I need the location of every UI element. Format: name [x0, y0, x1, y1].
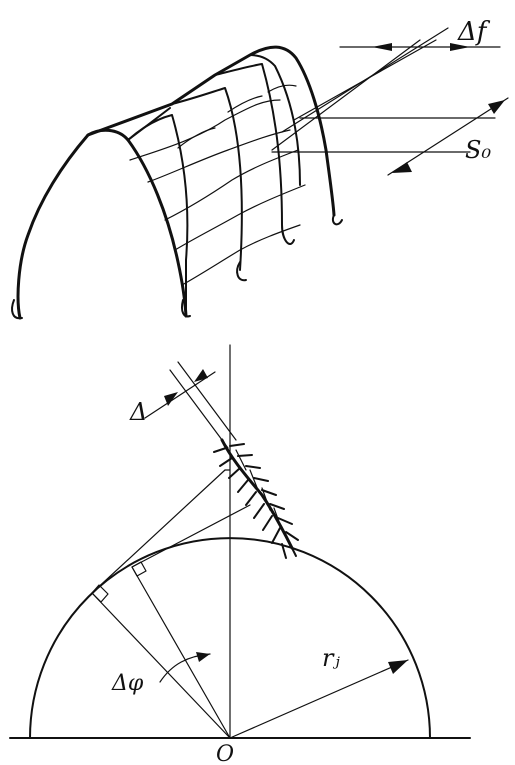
mesh-cell-bump-3	[267, 84, 297, 93]
mesh-cell-bump-1	[177, 127, 216, 149]
delta-dimension-line	[144, 371, 216, 419]
mesh-foot-a	[236, 261, 247, 282]
mesh-arc-1	[127, 114, 189, 317]
front-arch-outline	[16, 128, 188, 320]
tangent-line-right	[131, 504, 251, 568]
radius-line-r	[229, 659, 409, 739]
origin-label: O	[216, 742, 234, 765]
mesh-band-1	[129, 99, 281, 161]
tangent-line-left	[91, 469, 226, 594]
front-arch-left-foot	[11, 299, 23, 320]
radius-line-mid	[131, 566, 231, 739]
delta-arrow-a	[164, 392, 178, 406]
guide-line-3	[293, 39, 437, 121]
delta-arrow-b	[194, 369, 208, 382]
right-angle-marker-left	[91, 584, 109, 603]
delta-f-arrow-right	[450, 43, 470, 51]
mesh-band-3	[164, 149, 299, 221]
delta-f-label: Δf	[457, 17, 491, 47]
s0-arrow-bottom	[392, 162, 412, 173]
mesh-band-5	[181, 224, 301, 286]
top-figure: Δf S₀	[11, 17, 509, 320]
delta-phi-label: Δφ	[111, 671, 144, 696]
right-angle-marker-right	[131, 561, 147, 577]
bottom-figure: Δ Δφ rⱼ O	[9, 344, 471, 765]
delta-label: Δ	[129, 398, 147, 426]
mesh-arc-2	[171, 87, 243, 271]
s0-arrow-top	[488, 100, 505, 114]
front-arch-right-foot	[180, 299, 191, 318]
radius-line-left	[91, 592, 231, 739]
r-arrowhead	[388, 660, 408, 674]
mesh-arc-3	[214, 63, 295, 245]
ridge-back-foot	[332, 214, 343, 226]
ridge-back-edge	[86, 45, 336, 217]
mesh-cell-bump-2	[227, 95, 263, 113]
s0-dimension-line	[387, 97, 509, 176]
delta-f-arrow-left	[372, 43, 392, 51]
guide-line-1	[271, 39, 421, 151]
mesh-band-4	[174, 184, 306, 251]
delta-phi-arrow	[196, 652, 210, 662]
mesh-band-2	[147, 129, 291, 183]
delta-offset-line-b	[177, 361, 237, 441]
delta-offset-line-a	[169, 369, 229, 449]
r-j-label: rⱼ	[322, 644, 340, 672]
grain-ear	[213, 438, 299, 559]
s0-label: S₀	[465, 136, 491, 164]
